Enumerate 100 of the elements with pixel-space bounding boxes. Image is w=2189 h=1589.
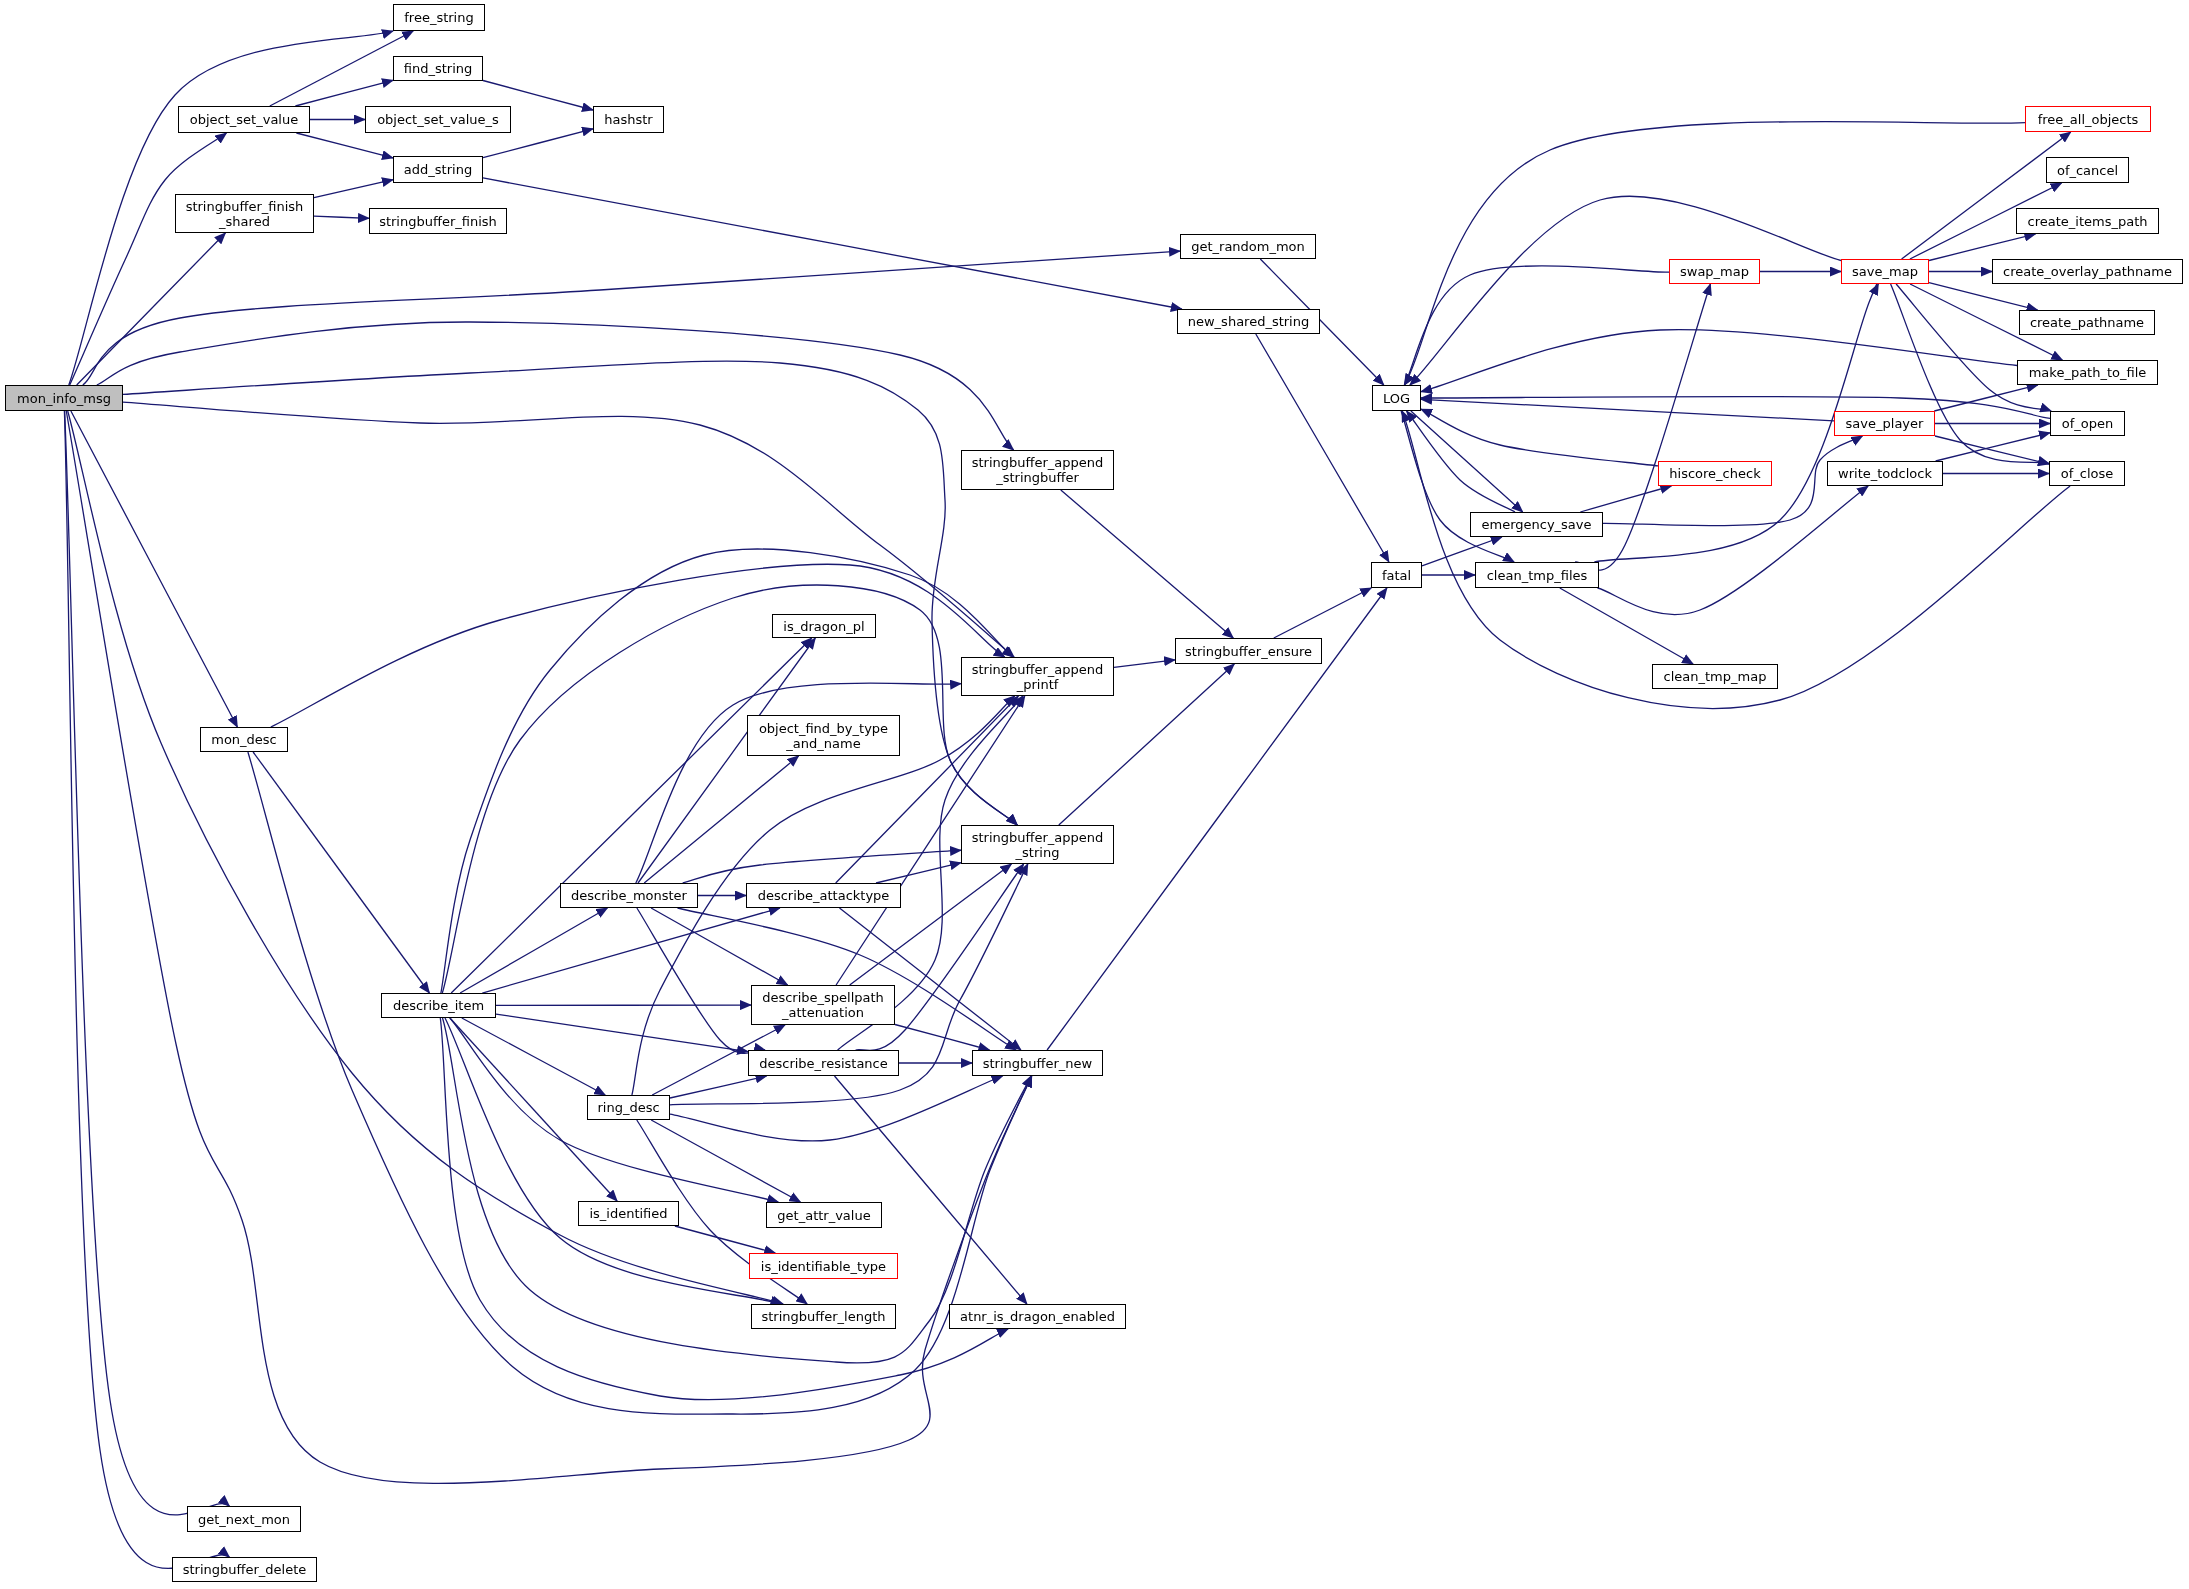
function-box: describe_item <box>381 993 496 1018</box>
function-box: get_attr_value <box>766 1202 882 1228</box>
function-box: stringbuffer_append _stringbuffer <box>961 450 1114 490</box>
function-box: create_items_path <box>2016 208 2159 234</box>
call-arrow <box>1259 258 1385 386</box>
function-box: swap_map <box>1669 259 1760 284</box>
call-arrow <box>1400 410 1515 563</box>
call-arrow <box>643 755 800 884</box>
call-arrow <box>1421 570 1476 580</box>
function-box: emergency_save <box>1470 512 1603 537</box>
call-arrow <box>313 212 370 223</box>
function-box: stringbuffer_append _printf <box>961 657 1114 696</box>
call-arrow <box>1900 131 2072 260</box>
function-box: free_all_objects <box>2025 106 2151 132</box>
call-arrow <box>1602 435 1864 527</box>
call-arrow <box>294 78 394 107</box>
call-arrow <box>894 1023 991 1052</box>
function-box: stringbuffer_finish _shared <box>175 194 314 233</box>
call-arrow <box>1420 392 2051 420</box>
function-box: free_string <box>393 4 485 31</box>
call-arrow <box>1934 418 2051 429</box>
function-box: write_todclock <box>1827 461 1943 486</box>
call-arrow <box>636 1119 808 1305</box>
call-arrow <box>1909 182 2063 260</box>
function-box: make_path_to_file <box>2017 360 2158 385</box>
function-box: get_next_mon <box>187 1506 301 1532</box>
call-arrow <box>1909 283 2064 361</box>
function-box: object_find_by_type _and_name <box>747 715 900 756</box>
call-arrow <box>1409 195 1842 386</box>
call-arrow <box>835 695 1026 986</box>
call-arrow <box>836 695 1024 1051</box>
call-arrow <box>450 637 813 994</box>
function-box: LOG <box>1372 385 1421 411</box>
call-arrow <box>309 114 366 125</box>
call-arrow <box>682 845 962 884</box>
function-box: of_cancel <box>2046 157 2129 183</box>
call-arrow <box>1403 265 1670 386</box>
function-box: get_random_mon <box>1180 234 1316 259</box>
call-arrow <box>1420 329 2018 394</box>
call-arrow <box>461 1017 607 1096</box>
call-arrow <box>482 79 594 112</box>
function-box: hashstr <box>593 106 664 133</box>
call-arrow <box>482 126 594 159</box>
call-arrow <box>1058 663 1236 826</box>
call-arrow <box>70 410 239 728</box>
call-arrow <box>1889 283 2050 467</box>
function-box: describe_resistance <box>748 1050 899 1076</box>
function-box: mon_desc <box>200 727 288 752</box>
function-box: stringbuffer_ensure <box>1175 638 1322 664</box>
call-arrow <box>849 863 1013 986</box>
function-box: describe_attacktype <box>746 883 901 908</box>
function-box: add_string <box>393 156 483 183</box>
function-box: of_close <box>2049 461 2125 486</box>
function-box: stringbuffer_new <box>972 1050 1103 1076</box>
function-box: of_open <box>2050 411 2125 436</box>
call-arrow <box>650 1119 802 1203</box>
call-arrow <box>481 906 781 994</box>
call-arrow <box>313 177 394 199</box>
call-arrow <box>459 907 609 994</box>
call-arrow <box>1273 587 1373 639</box>
call-arrow <box>482 177 1183 312</box>
function-box: clean_tmp_files <box>1475 562 1599 588</box>
call-arrow <box>295 132 394 160</box>
call-arrow <box>68 28 394 386</box>
function-box: object_set_value <box>178 106 310 133</box>
function-box: object_set_value_s <box>365 106 511 133</box>
function-box: hiscore_check <box>1658 461 1772 486</box>
function-box: is_identifiable_type <box>749 1253 898 1279</box>
call-arrow <box>67 410 785 1306</box>
call-arrow <box>1420 408 1659 467</box>
call-arrow <box>1928 266 1993 277</box>
call-arrow <box>631 695 1016 1096</box>
function-box: atnr_is_dragon_enabled <box>949 1304 1126 1329</box>
function-box: new_shared_string <box>1177 309 1320 334</box>
call-arrow <box>1596 485 1869 616</box>
call-arrow <box>252 751 431 994</box>
function-box: save_map <box>1841 259 1929 284</box>
call-arrow <box>898 1058 973 1068</box>
call-arrow <box>69 132 228 386</box>
call-arrow <box>650 907 789 986</box>
function-box: fatal <box>1371 562 1422 588</box>
call-arrow <box>1255 333 1390 563</box>
function-box: mon_info_msg <box>5 385 123 411</box>
call-arrow <box>1403 120 2026 386</box>
call-arrow <box>674 1225 777 1255</box>
function-box: ring_desc <box>587 1095 670 1120</box>
function-box: describe_spellpath _attenuation <box>751 985 895 1025</box>
call-arrow <box>697 890 747 901</box>
function-box: stringbuffer_finish <box>369 208 507 234</box>
function-box: clean_tmp_map <box>1652 664 1778 689</box>
call-arrow <box>676 907 1017 1051</box>
function-box: stringbuffer_delete <box>172 1557 317 1582</box>
function-box: is_dragon_pl <box>772 614 876 638</box>
call-arrow <box>838 907 1022 1051</box>
call-arrow <box>669 1075 1004 1142</box>
call-arrow <box>495 1013 749 1056</box>
call-arrow <box>651 1024 786 1096</box>
call-arrow <box>1759 266 1842 277</box>
call-arrow <box>875 860 962 884</box>
function-box: stringbuffer_append _string <box>961 825 1114 864</box>
